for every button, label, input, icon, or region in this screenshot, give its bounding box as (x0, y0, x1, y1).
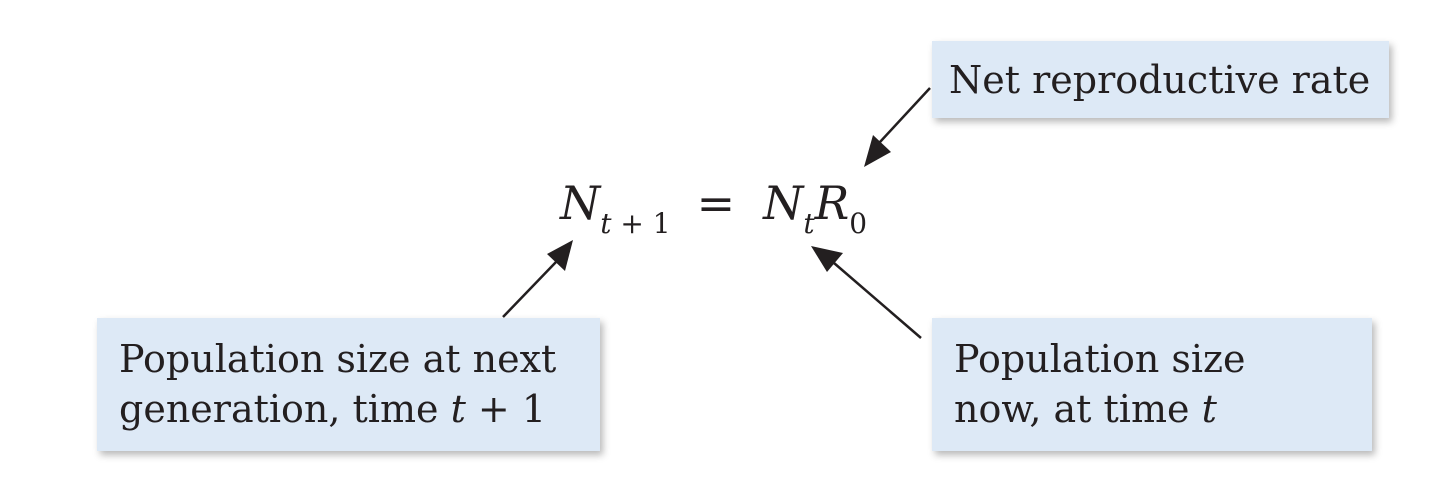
lhs-subscript-plus-one: + 1 (611, 207, 671, 240)
next-gen-line2-prefix: generation, time (119, 387, 451, 431)
now-line2-t: t (1201, 387, 1217, 431)
rhs-rate-symbol: R (814, 176, 850, 230)
arrow-next-gen-to-lhs (502, 240, 573, 318)
now-label-line2: now, at time t (954, 384, 1372, 434)
lhs-subscript-t: t (600, 207, 612, 240)
rhs-subscript-zero: 0 (849, 207, 868, 240)
arrow-now-to-nt (811, 246, 922, 339)
rhs-population-symbol: N (763, 176, 804, 230)
next-gen-line2-t: t (450, 387, 466, 431)
net-reproductive-rate-callout: Net reproductive rate (932, 41, 1389, 118)
rhs-subscript-t: t (803, 207, 815, 240)
equals-sign: = (696, 176, 736, 230)
lhs-population-symbol: N (560, 176, 601, 230)
next-gen-label-line2: generation, time t + 1 (119, 384, 600, 434)
next-generation-callout: Population size at next generation, time… (97, 318, 600, 451)
next-gen-label-line1: Population size at next (119, 337, 557, 381)
arrow-net-rate-to-r0 (864, 87, 931, 167)
next-gen-line2-suffix: + 1 (465, 387, 547, 431)
population-growth-equation: Nt + 1=NtR0 (560, 176, 867, 240)
current-population-callout: Population size now, at time t (932, 318, 1372, 451)
now-line2-prefix: now, at time (954, 387, 1202, 431)
now-label-line1: Population size (954, 337, 1246, 381)
net-rate-label: Net reproductive rate (949, 58, 1371, 102)
